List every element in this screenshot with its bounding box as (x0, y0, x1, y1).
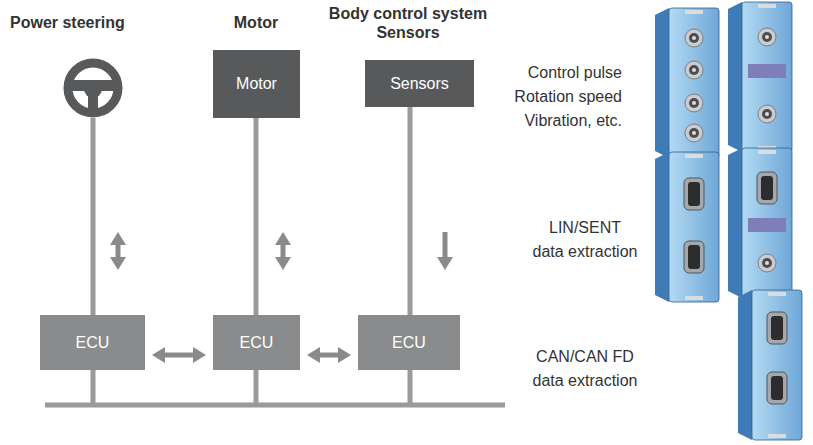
arrow-shaft (443, 232, 448, 258)
band-text: LIN/SENT data extraction (532, 216, 638, 264)
connector-line (408, 107, 413, 315)
process-box: ECU (40, 315, 145, 370)
measurement-module (728, 2, 792, 152)
bus-drop (91, 368, 96, 405)
double-arrow (110, 232, 126, 270)
band-fill (0, 43, 625, 173)
bus-drop (408, 368, 413, 405)
measurement-module (738, 290, 802, 440)
band-shape (0, 43, 625, 173)
connector (152, 347, 206, 363)
band-shape (0, 185, 625, 412)
column-heading: Sensors (376, 23, 439, 43)
connector (256, 118, 291, 315)
arrow-head (437, 257, 453, 270)
arrow-head (152, 347, 165, 363)
region-band: CAN/CAN FD data extractionECUECUECU (0, 185, 625, 412)
process-box: Motor (213, 50, 300, 118)
connector-line (254, 118, 259, 315)
arrow-head (307, 347, 320, 363)
column-heading: Body control system (329, 4, 487, 24)
arrow-head (338, 347, 351, 363)
signal-line (91, 118, 96, 315)
arrow-head (193, 347, 206, 363)
arrow-shaft (319, 353, 339, 358)
box-label: ECU (240, 331, 274, 355)
column-heading: Power steering (10, 13, 125, 33)
region-band: Control pulse Rotation speed Vibration, … (0, 43, 625, 173)
steering-wheel-icon (68, 63, 118, 113)
measurement-module (728, 148, 792, 298)
connector (410, 107, 453, 315)
arrow-head (275, 232, 291, 245)
measurement-module (655, 8, 719, 158)
box-label: ECU (76, 331, 110, 355)
column-heading: Motor (234, 13, 278, 33)
can-bus-line (45, 403, 505, 408)
process-box: ECU (213, 315, 300, 370)
band-shape (340, 185, 625, 295)
arrow-shaft (164, 353, 194, 358)
process-box: ECU (358, 315, 460, 370)
box-label: Motor (236, 72, 277, 96)
process-box: Sensors (365, 60, 474, 107)
connector (307, 347, 351, 363)
box-label: ECU (392, 331, 426, 355)
box-label: Sensors (390, 72, 449, 96)
band-text: Control pulse Rotation speed Vibration, … (513, 61, 622, 133)
arrow-head (275, 257, 291, 270)
arrow-shaft (281, 244, 286, 258)
measurement-module (655, 152, 719, 302)
bus-drop (254, 368, 259, 405)
region-band: LIN/SENT data extraction (340, 185, 625, 295)
band-text: CAN/CAN FD data extraction (532, 345, 638, 393)
band-fill (340, 185, 625, 295)
band-fill (0, 185, 625, 412)
